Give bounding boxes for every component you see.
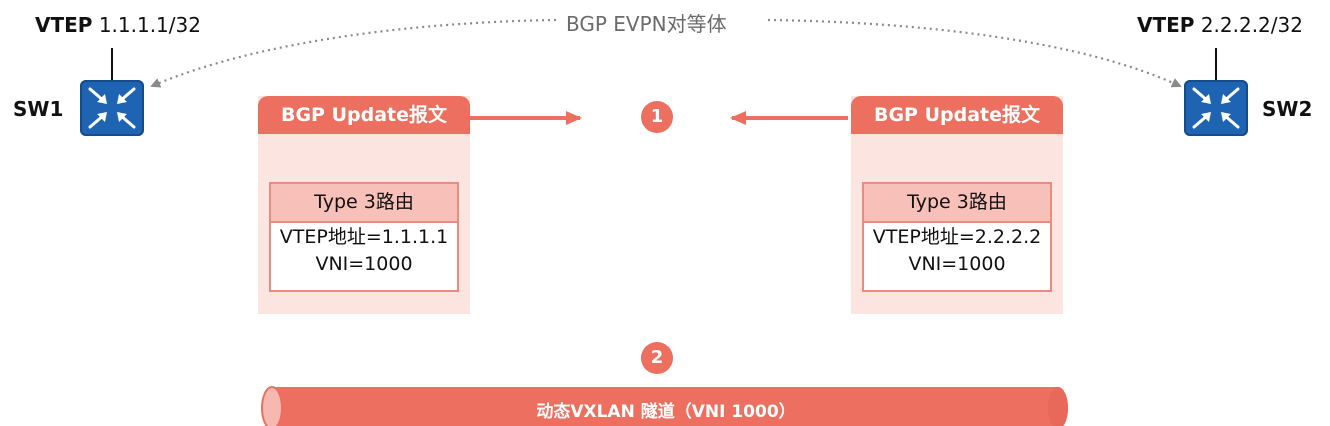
vtep-key-left: VTEP [35,13,93,37]
switch-arrows-icon [88,87,136,129]
bgp-update-panel-left: BGP Update报文 Type 3路由 VTEP地址=1.1.1.1 VNI… [258,96,470,314]
vtep-key-right: VTEP [1137,13,1195,37]
vni-line: VNI=1000 [908,253,1006,275]
switch-arrows-icon [1192,87,1240,129]
switch-name-right: SW2 [1262,97,1313,121]
switch-name-left: SW1 [13,97,64,121]
vni-line: VNI=1000 [315,253,413,275]
switch-icon[interactable] [80,80,144,136]
bgp-update-header: BGP Update报文 [851,96,1063,134]
type3-route-box: Type 3路由 VTEP地址=2.2.2.2 VNI=1000 [862,182,1052,292]
tunnel-label: 动态VXLAN 隧道（VNI 1000） [536,402,796,422]
tunnel-opening [261,386,283,426]
bgp-update-panel-right: BGP Update报文 Type 3路由 VTEP地址=2.2.2.2 VNI… [851,96,1063,314]
step-2-badge: 2 [641,342,673,374]
vtep-label-left: VTEP 1.1.1.1/32 [35,13,201,37]
bgp-update-header: BGP Update报文 [258,96,470,134]
peer-label: BGP EVPN对等体 [558,8,735,37]
vtep-address-line: VTEP地址=1.1.1.1 [279,226,449,248]
vxlan-tunnel [261,386,1068,426]
route-title: Type 3路由 [271,184,457,223]
peer-link-left [150,18,557,88]
vtep-address-line: VTEP地址=2.2.2.2 [872,226,1042,248]
route-title: Type 3路由 [864,184,1050,223]
peer-link-right [767,18,1182,88]
vtep-label-right: VTEP 2.2.2.2/32 [1137,13,1303,37]
vtep-ip-right: 2.2.2.2/32 [1200,13,1303,37]
switch-icon[interactable] [1184,80,1248,136]
type3-route-box: Type 3路由 VTEP地址=1.1.1.1 VNI=1000 [269,182,459,292]
step-1-badge: 1 [641,101,673,133]
vtep-ip-left: 1.1.1.1/32 [98,13,201,37]
